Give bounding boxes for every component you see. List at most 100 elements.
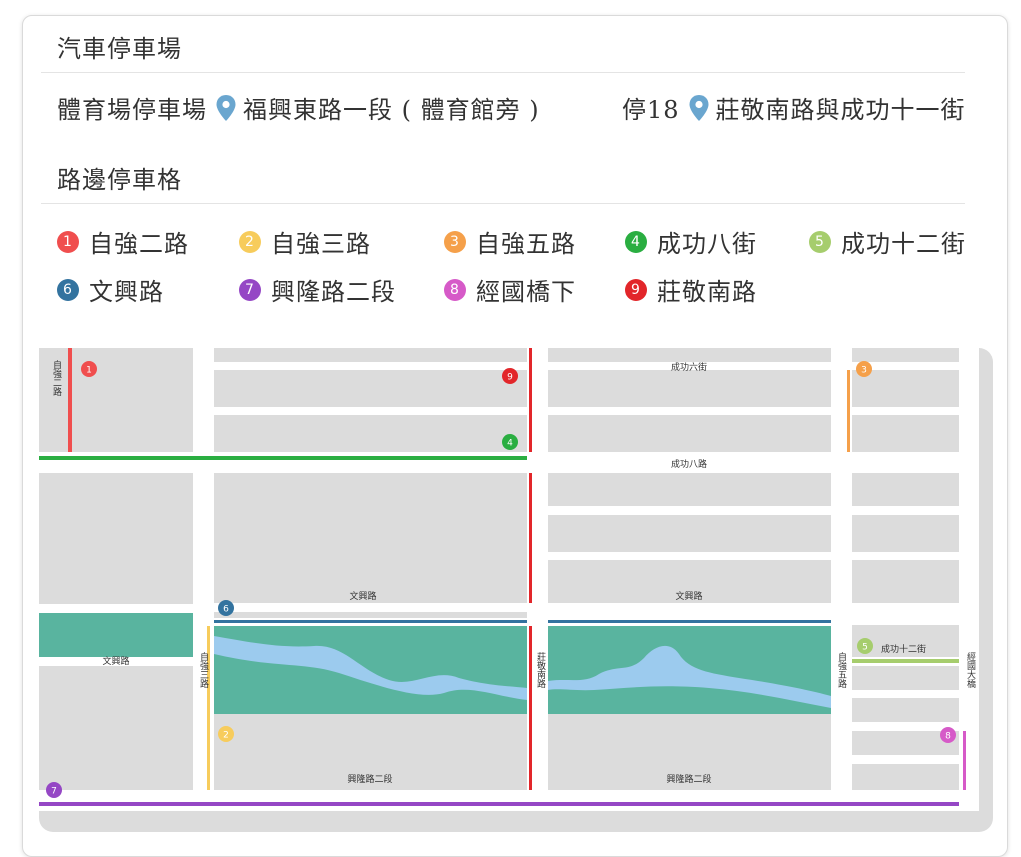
city-block <box>548 370 831 407</box>
svg-text:8: 8 <box>945 732 951 742</box>
map-marker-5[interactable]: 5 <box>857 638 873 654</box>
parking-line-3 <box>847 370 850 452</box>
badge-9: 9 <box>625 278 647 301</box>
legend-item-3[interactable]: 3 自強五路 <box>444 224 576 259</box>
legend-item-8[interactable]: 8 經國橋下 <box>444 272 576 307</box>
city-block <box>548 714 831 790</box>
city-block <box>214 370 527 407</box>
lot-18[interactable]: 停18 莊敬南路與成功十一街 <box>622 90 966 125</box>
svg-text:5: 5 <box>862 643 868 653</box>
city-block <box>852 473 959 506</box>
roadside-title: 路邊停車格 <box>57 166 182 194</box>
badge-6: 6 <box>57 278 79 301</box>
river <box>214 636 527 700</box>
legend-label: 自強五路 <box>476 230 576 258</box>
legend-item-4[interactable]: 4 成功八街 <box>625 224 757 259</box>
street-label-zq2: 自強二路 <box>51 359 62 397</box>
road-strip <box>214 612 527 618</box>
street-label-zq3: 自強三路 <box>198 651 209 689</box>
legend-label: 文興路 <box>89 278 164 306</box>
legend-item-7[interactable]: 7 興隆路二段 <box>239 272 396 307</box>
badge-1: 1 <box>57 230 79 253</box>
parking-line-7 <box>39 802 959 806</box>
svg-text:3: 3 <box>861 366 867 376</box>
map-marker-2[interactable]: 2 <box>218 726 234 742</box>
badge-7: 7 <box>239 278 261 301</box>
city-block <box>852 348 959 362</box>
parking-line-8 <box>963 731 966 790</box>
svg-text:9: 9 <box>507 373 513 383</box>
map-marker-4[interactable]: 4 <box>502 434 518 450</box>
street-label-zj: 莊敬南路 <box>535 652 546 689</box>
parking-line-5 <box>852 659 959 663</box>
map-pin-icon <box>689 94 709 121</box>
city-block <box>548 515 831 552</box>
riverside-park <box>214 626 527 714</box>
city-block <box>852 370 959 407</box>
street-label-cg12: 成功十二街 <box>881 643 926 655</box>
legend-item-9[interactable]: 9 莊敬南路 <box>625 272 757 307</box>
map-marker-9[interactable]: 9 <box>502 368 518 384</box>
lot-18-name: 停18 <box>622 96 680 124</box>
svg-text:7: 7 <box>51 787 57 797</box>
divider-2 <box>41 203 965 204</box>
parking-map[interactable]: 1 9 4 3 6 5 2 8 <box>39 348 993 834</box>
svg-text:2: 2 <box>223 731 229 741</box>
lot-stadium[interactable]: 體育場停車場 福興東路一段 ( 體育館旁 ) <box>57 90 540 125</box>
badge-3: 3 <box>444 230 466 253</box>
parking-line-9 <box>529 348 532 452</box>
city-block <box>852 698 959 722</box>
street-label-cg6: 成功六街 <box>671 361 707 373</box>
parking-line-9 <box>529 473 532 603</box>
street-label-cg8: 成功八路 <box>671 458 707 470</box>
badge-2: 2 <box>239 230 261 253</box>
legend-label: 經國橋下 <box>476 278 576 306</box>
car-parking-title: 汽車停車場 <box>57 35 182 63</box>
street-label-wx-left: 文興路 <box>102 655 129 667</box>
street-label-xl-right: 興隆路二段 <box>666 773 711 785</box>
legend-label: 成功八街 <box>657 230 757 258</box>
street-label-zq5: 自強五路 <box>836 651 847 689</box>
svg-text:4: 4 <box>507 439 513 449</box>
badge-4: 4 <box>625 230 647 253</box>
parking-line-6 <box>214 620 527 623</box>
city-block <box>852 560 959 603</box>
legend-item-2[interactable]: 2 自強三路 <box>239 224 371 259</box>
map-marker-6[interactable]: 6 <box>218 600 234 616</box>
parking-card: 汽車停車場 體育場停車場 福興東路一段 ( 體育館旁 ) 停18 莊敬南路與成功… <box>22 15 1008 857</box>
legend-label: 興隆路二段 <box>271 278 396 306</box>
badge-8: 8 <box>444 278 466 301</box>
legend-label: 自強二路 <box>89 230 189 258</box>
city-block <box>214 473 527 603</box>
parking-line-1 <box>68 348 72 452</box>
city-block <box>548 348 831 362</box>
green-space <box>39 613 193 657</box>
legend-item-5[interactable]: 5 成功十二街 <box>809 224 966 259</box>
map-marker-7[interactable]: 7 <box>46 782 62 798</box>
city-block <box>214 348 527 362</box>
legend-item-6[interactable]: 6 文興路 <box>57 272 164 307</box>
svg-text:1: 1 <box>86 366 92 376</box>
map-pin-icon <box>216 94 236 121</box>
street-label-xl-left: 興隆路二段 <box>347 773 392 785</box>
legend-label: 自強三路 <box>271 230 371 258</box>
badge-5: 5 <box>809 230 831 253</box>
divider-1 <box>41 72 965 73</box>
lot-18-address: 莊敬南路與成功十一街 <box>715 96 966 124</box>
river <box>548 645 831 708</box>
city-block <box>214 415 527 452</box>
legend-item-1[interactable]: 1 自強二路 <box>57 224 189 259</box>
city-block <box>852 666 959 690</box>
map-marker-3[interactable]: 3 <box>856 361 872 377</box>
city-block <box>548 473 831 506</box>
parking-line-4 <box>39 456 527 460</box>
map-marker-8[interactable]: 8 <box>940 727 956 743</box>
road-network <box>959 348 979 811</box>
city-block <box>214 714 527 790</box>
parking-line-6 <box>548 620 831 623</box>
city-block <box>852 764 959 790</box>
city-block <box>548 415 831 452</box>
legend-label: 成功十二街 <box>841 230 966 258</box>
city-block <box>852 515 959 552</box>
map-marker-1[interactable]: 1 <box>81 361 97 377</box>
